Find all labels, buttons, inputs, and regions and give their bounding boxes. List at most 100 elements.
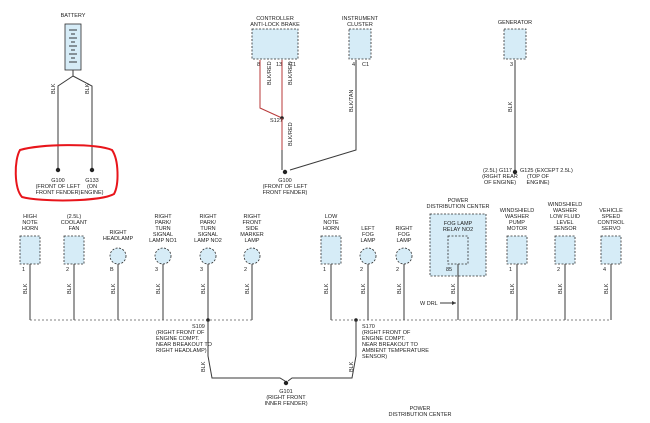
ground-desc: FRONT FENDER) [263,190,308,196]
component-box [19,235,41,265]
splice-s170: S170 (RIGHT FRONT OF ENGINE COMPT. NEAR … [287,318,429,382]
battery-label: BATTERY [61,13,86,19]
component-label: LAMP NO1 [149,238,177,244]
pin-label: 2 [360,267,363,273]
lamp-icon [243,247,261,265]
wire-label: BLK/RED [267,61,273,85]
ground-desc: (FRONT OF LEFT [263,184,308,190]
ground-label: G133 [85,178,98,184]
component-label: (2.5L) [67,214,82,220]
instrument-cluster: INSTRUMENT CLUSTER 4 C1 BLK/TAN [289,16,379,171]
component-label: WASHER [553,208,577,214]
battery: BATTERY BLK BLK [51,13,93,170]
component-label: CLUSTER [347,22,373,28]
component-washer-pump-motor: WINDSHIELD WASHER PUMP MOTOR 1 BLK [500,208,535,320]
ground-desc: (FRONT OF LEFT [36,184,81,190]
ground-icon [512,169,518,175]
wire-label: BLK [558,283,564,294]
component-label: CONTROL [598,220,625,226]
component-label: HEADLAMP [103,236,134,242]
lamp-icon [109,247,127,265]
ground-g100-mid: G100 (FRONT OF LEFT FRONT FENDER) [263,169,308,196]
component-label: SENSOR [553,226,576,232]
wire-label: BLK [508,101,514,112]
component-label: WINDSHIELD [500,208,535,214]
component-right-headlamp: RIGHT HEADLAMP B BLK [103,230,134,320]
component-label: LEVEL [556,220,573,226]
pin-label: B [110,267,114,273]
component-label: LAMP NO2 [194,238,222,244]
component-left-fog-lamp: LEFT FOG LAMP 2 BLK [359,226,377,320]
wire-label: BLK [23,283,29,294]
splice-desc: AMBIENT TEMPERATURE [362,348,429,354]
component-label: CONTROLLER [256,16,294,22]
component-label: RIGHT [395,226,413,232]
lamp-icon [395,247,413,265]
component-speed-control-servo: VEHICLE SPEED CONTROL SERVO 4 BLK [598,208,625,320]
component-label: LAMP [361,238,376,244]
component-coolant-fan: (2.5L) COOLANT FAN 2 BLK [61,214,88,320]
splice-desc: RIGHT HEADLAMP) [156,348,207,354]
pin-label: 1 [22,267,25,273]
component-label: COOLANT [61,220,88,226]
ground-label: G100 [51,178,64,184]
wire-label: BLK [85,83,91,94]
cluster-ground-wire [289,60,357,171]
component-label: FOG [398,232,410,238]
pin-label: 13 [276,62,282,68]
component-label: SERVO [601,226,621,232]
pin-label: 8 [257,62,260,68]
wire-label: BLK [361,283,367,294]
splice-desc: SENSOR) [362,354,387,360]
component-label: TURN [200,226,215,232]
pin-label: 4 [603,267,606,273]
component-label: FOG LAMP [444,221,473,227]
pin-label: 2 [557,267,560,273]
pin-label: 3 [200,267,203,273]
component-label: FOG [362,232,374,238]
battery-cells-icon [69,29,77,63]
red-wire-1 [259,60,283,119]
ground-icon [89,167,95,173]
highlight-circle [14,144,119,202]
component-label: HORN [323,226,339,232]
generator-box [503,28,527,60]
component-low-fluid-sensor: WINDSHIELD WASHER LOW FLUID LEVEL SENSOR… [548,202,582,320]
ground-label: G100 [278,178,291,184]
connector-label: C1 [362,62,369,68]
component-label: LOW FLUID [550,214,580,220]
wire-label: BLK/RED [288,61,294,85]
splice-desc: ENGINE COMPT. [156,336,200,342]
component-label: SIDE [246,226,259,232]
ground-desc: (RIGHT FRONT [266,395,306,401]
s109-ground-wire [207,320,286,382]
component-label: RIGHT [199,214,217,220]
battery-ground-wire-1 [57,70,74,170]
splice-s109: S109 (RIGHT FRONT OF ENGINE COMPT. NEAR … [156,318,286,382]
wire-label: BLK [397,283,403,294]
component-label: NOTE [22,220,38,226]
component-label: DISTRIBUTION CENTER [427,204,490,210]
ground-g100-top: G100 (FRONT OF LEFT FRONT FENDER) [36,167,81,196]
component-label: HORN [22,226,38,232]
pin-label: 2 [66,267,69,273]
pin-label: 1 [323,267,326,273]
component-label: WASHER [505,214,529,220]
lamp-icon [199,247,217,265]
splice-desc: NEAR BREAKOUT TO [362,342,419,348]
component-high-note-horn: HIGH NOTE HORN 1 BLK [19,214,41,320]
s170-ground-wire [287,320,357,382]
component-label: RIGHT [109,230,127,236]
wire-label: BLK/RED [288,122,294,146]
component-label: MARKER [240,232,264,238]
component-label: LAMP [397,238,412,244]
footer-label: DISTRIBUTION CENTER [389,412,452,418]
pin-label: 2 [396,267,399,273]
wire-label: BLK [451,283,457,294]
component-box [320,235,342,265]
wire-label: BLK [51,83,57,94]
ground-label: G101 [279,389,292,395]
wire-label: BLK/TAN [349,89,355,112]
